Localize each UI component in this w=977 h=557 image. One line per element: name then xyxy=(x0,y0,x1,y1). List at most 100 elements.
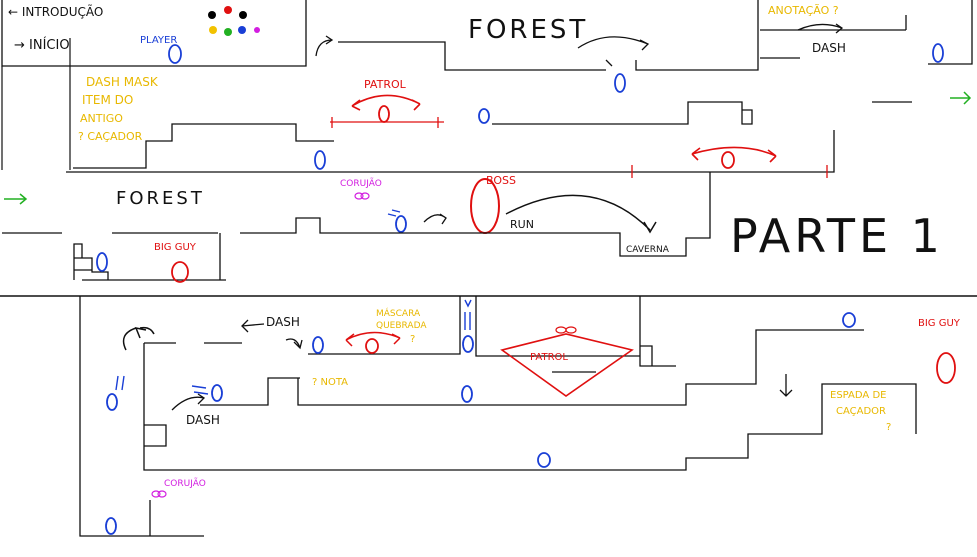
espada-line-2: CAÇADOR xyxy=(836,406,886,417)
mascara-line-1: MÁSCARA xyxy=(376,307,421,319)
row1-patrol-platform xyxy=(330,117,444,128)
dash-arrow-top-row3 xyxy=(241,319,303,350)
green-entry-arrow-right xyxy=(950,91,972,105)
coruja-label-low: CORUJÃO xyxy=(164,478,206,489)
mascara-note: MÁSCARA QUEBRADA ? xyxy=(376,307,427,345)
player-marker-r3-e xyxy=(461,385,473,403)
owl-icon-patrol xyxy=(555,326,577,334)
row-1-map: FOREST DASH MASK ITEM DO ANTIGO ? CAÇADO… xyxy=(1,0,973,178)
player-marker-r3-b xyxy=(462,335,474,353)
row3-outer-walls xyxy=(79,296,204,537)
dash-arrow-mid xyxy=(423,213,447,225)
caverna-label: CAVERNA xyxy=(626,245,670,255)
player-icon xyxy=(168,44,182,64)
legend: ← INTRODUÇÃO → INÍCIO PLAYER xyxy=(1,0,307,67)
mascara-line-3: ? xyxy=(410,334,415,345)
row1-left-wall xyxy=(1,38,71,170)
patrol-zone-diamond xyxy=(500,333,634,397)
enemy-marker-mascara xyxy=(365,338,379,354)
dash-mask-line-3: ANTIGO xyxy=(80,112,123,125)
row1-ceiling xyxy=(338,0,973,71)
espada-note: ESPADA DE CAÇADOR ? xyxy=(830,390,891,433)
big-guy-label-row3: BIG GUY xyxy=(918,318,961,329)
palette-dot-black xyxy=(208,11,216,19)
dash-mask-line-1: DASH MASK xyxy=(86,75,159,89)
row1-right-platforms xyxy=(492,101,912,125)
player-marker-r1-d xyxy=(314,150,326,170)
curve-arrow-top-2 xyxy=(577,36,650,67)
palette-dot-black-2 xyxy=(239,11,247,19)
palette-dot-blue xyxy=(238,26,246,34)
enemy-marker-patrol-top xyxy=(378,105,390,123)
enemy-marker-big-guy-row3 xyxy=(936,352,956,384)
dash-label-low-row3: DASH xyxy=(186,413,220,427)
owl-icon-low xyxy=(151,490,167,498)
patrol-label-row3: PATROL xyxy=(530,352,568,363)
player-marker-r3-g xyxy=(537,452,551,468)
player-dash-lines-low xyxy=(191,385,209,395)
coruja-label-mid: CORUJÃO xyxy=(340,178,382,189)
start-label: → INÍCIO xyxy=(14,37,70,53)
player-marker-r3-f xyxy=(106,393,118,411)
player-marker-r3-d xyxy=(211,384,223,402)
intro-label: ← INTRODUÇÃO xyxy=(8,4,103,19)
drop-arrows xyxy=(464,299,472,330)
row2-left-stairs xyxy=(73,233,226,281)
forest-title-top: FOREST xyxy=(468,15,588,45)
player-marker-r3-h xyxy=(105,517,117,535)
nota-label: ? NOTA xyxy=(312,377,348,388)
green-entry-arrow-left xyxy=(4,193,28,205)
player-label: PLAYER xyxy=(140,35,177,46)
part-title: PARTE 1 xyxy=(730,209,944,263)
patrol-label-top: PATROL xyxy=(364,78,407,91)
row2-ceiling-and-floor xyxy=(2,172,711,257)
dash-mask-line-4: ? CAÇADOR xyxy=(78,130,143,143)
owl-icon-mid xyxy=(354,192,370,200)
row1-patrol-floor-marks xyxy=(631,165,828,178)
dash-label-top-right: DASH xyxy=(812,41,846,55)
row1-floor xyxy=(66,130,835,173)
curve-arrow-top-1 xyxy=(315,35,334,57)
espada-line-1: ESPADA DE xyxy=(830,390,886,401)
palette-dot-magenta xyxy=(254,27,260,33)
espada-line-3: ? xyxy=(886,422,891,433)
player-marker-r1-c xyxy=(478,108,490,124)
player-dash-lines-mid xyxy=(387,209,401,217)
patrol-arrow-row3-small xyxy=(345,331,401,347)
row3-inner-stairs xyxy=(143,343,917,471)
row-3-map: DASH MÁSCARA QUEBRADA ? ? NOTA PATROL DA… xyxy=(79,296,961,537)
player-marker-r3-a xyxy=(312,336,324,354)
dash-label-top-row3: DASH xyxy=(266,315,300,329)
run-label: RUN xyxy=(510,218,534,231)
dash-mask-note: DASH MASK ITEM DO ANTIGO ? CAÇADOR xyxy=(78,75,159,143)
player-marker-r3-c xyxy=(842,312,856,328)
enemy-marker-big-guy-mid xyxy=(171,261,189,283)
palette-dot-red xyxy=(224,6,232,14)
row1-stairs xyxy=(73,123,334,169)
enemy-marker-patrol-lower xyxy=(721,151,735,169)
forest-title-mid: FOREST xyxy=(116,188,205,209)
player-marker-r1-b xyxy=(932,43,944,63)
mascara-line-2: QUEBRADA xyxy=(376,321,427,331)
patrol-arrow-lower-right xyxy=(691,146,777,163)
palette-dot-green xyxy=(224,28,232,36)
boss-marker xyxy=(470,178,500,234)
player-dash-lines-left xyxy=(115,375,125,391)
player-marker-r2-owl xyxy=(395,215,407,233)
player-marker-r1-a xyxy=(614,73,626,93)
dash-arrow-low-row3 xyxy=(171,393,206,411)
run-arrow xyxy=(505,194,657,234)
big-guy-label-mid: BIG GUY xyxy=(154,242,197,253)
dash-mask-line-2: ITEM DO xyxy=(82,93,133,107)
dash-arrow-top-right xyxy=(797,23,844,34)
row3-mid-platforms xyxy=(144,296,864,406)
patrol-arrow-top xyxy=(351,94,421,111)
row-2-map: FOREST CORUJÃO BOSS RUN BIG GUY CAVERNA … xyxy=(2,172,944,283)
legend-box-border xyxy=(1,0,307,67)
player-marker-r2-left xyxy=(96,252,108,272)
down-arrow-right xyxy=(779,374,793,397)
palette-dot-yellow xyxy=(209,26,217,34)
curve-arrow-left xyxy=(122,326,155,351)
annotation-note: ANOTAÇÃO ? xyxy=(768,4,839,17)
